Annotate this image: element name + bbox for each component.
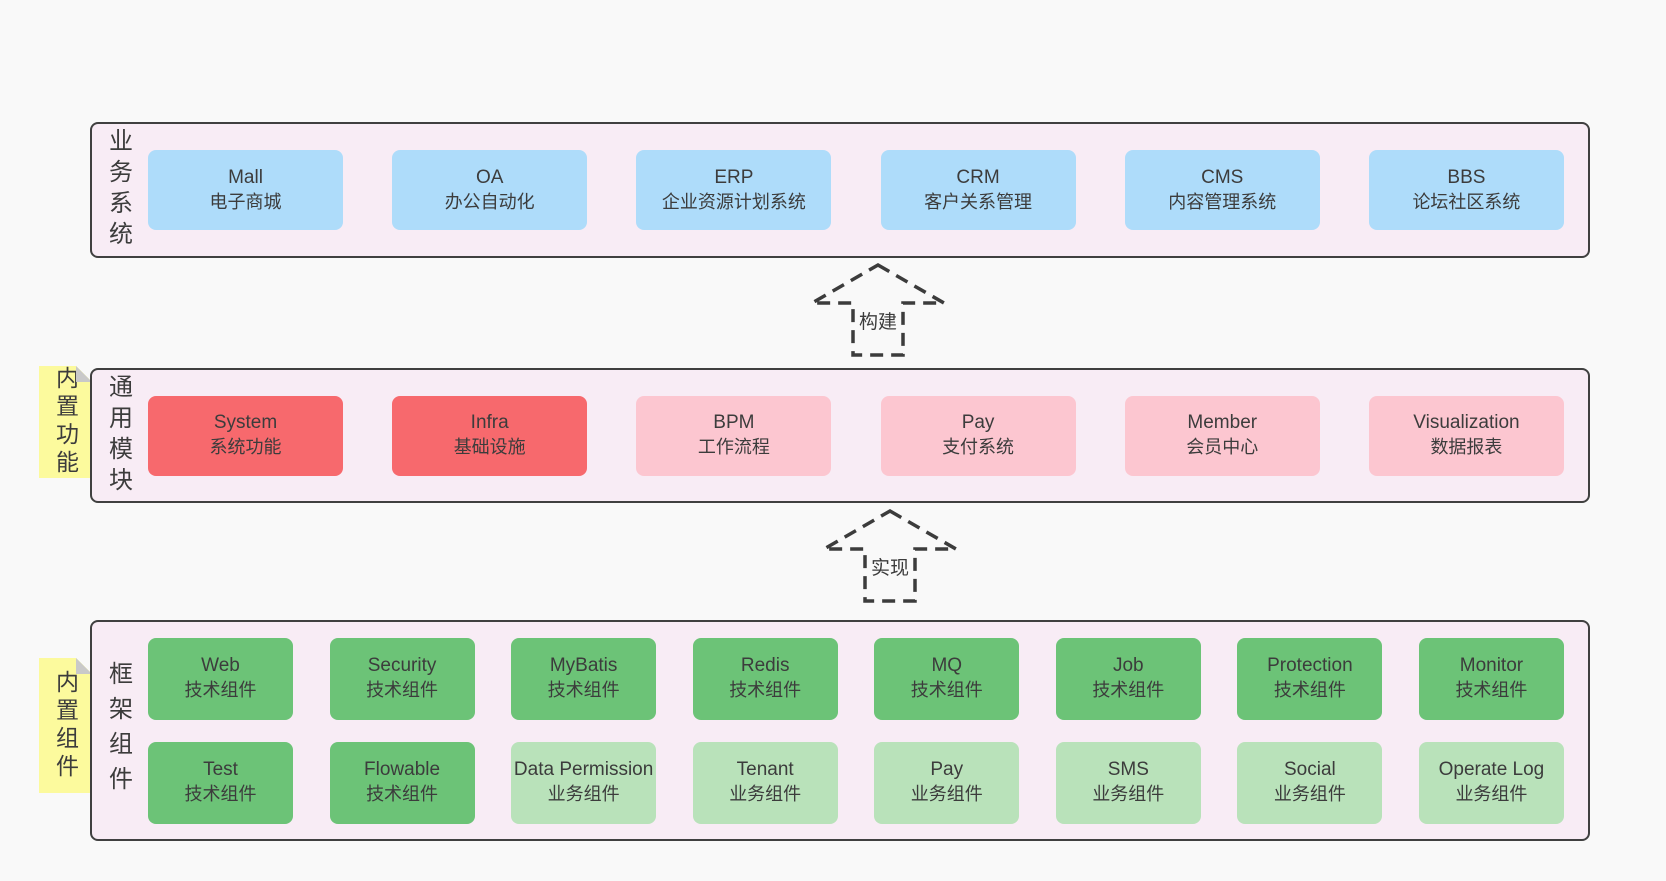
box-social: Social 业务组件 — [1237, 741, 1383, 824]
box-security: Security 技术组件 — [329, 637, 475, 720]
box-member: Member 会员中心 — [1124, 395, 1320, 476]
layer-business-systems: 业务系统 Mall 电子商城 OA 办公自动化 ERP 企业资源计划系统 CRM… — [90, 122, 1590, 258]
box-mybatis: MyBatis 技术组件 — [511, 637, 657, 720]
box-crm: CRM 客户关系管理 — [880, 150, 1076, 230]
box-test: Test 技术组件 — [148, 741, 293, 824]
build-arrow-icon: 构建 — [806, 261, 950, 359]
layer-label-business-systems: 业务系统 — [104, 128, 132, 252]
box-protection: Protection 技术组件 — [1237, 637, 1383, 720]
build-arrow-label: 构建 — [855, 307, 901, 334]
box-monitor: Monitor 技术组件 — [1418, 637, 1564, 720]
sticky-note-label: 内置组件 — [52, 669, 79, 782]
sticky-note-built-in-components: 内置组件 — [39, 658, 92, 793]
box-sms: SMS 业务组件 — [1055, 741, 1201, 824]
layer-common-modules: 通用模块 System 系统功能 Infra 基础设施 BPM 工作流程 Pay… — [90, 368, 1590, 503]
box-pay-system: Pay 支付系统 — [880, 395, 1076, 476]
layer-framework-components: 框架组件 Web 技术组件 Security 技术组件 MyBatis 技术组件… — [90, 620, 1590, 841]
box-pay-component: Pay 业务组件 — [874, 741, 1020, 824]
component-rows: Web 技术组件 Security 技术组件 MyBatis 技术组件 Redi… — [144, 622, 1588, 839]
box-data-permission: Data Permission 业务组件 — [511, 741, 657, 824]
box-bpm: BPM 工作流程 — [636, 395, 832, 476]
box-system: System 系统功能 — [148, 395, 343, 476]
component-row-2: Test 技术组件 Flowable 技术组件 Data Permission … — [148, 741, 1564, 824]
sticky-note-label: 内置功能 — [52, 366, 79, 478]
box-infra: Infra 基础设施 — [392, 395, 588, 476]
business-boxes-row: Mall 电子商城 OA 办公自动化 ERP 企业资源计划系统 CRM 客户关系… — [144, 124, 1588, 256]
box-mall: Mall 电子商城 — [148, 150, 343, 230]
box-mq: MQ 技术组件 — [874, 637, 1020, 720]
box-bbs: BBS 论坛社区系统 — [1368, 150, 1564, 230]
box-visualization: Visualization 数据报表 — [1368, 395, 1564, 476]
implement-arrow-label: 实现 — [867, 553, 913, 580]
implement-arrow-icon: 实现 — [818, 507, 962, 605]
box-web: Web 技术组件 — [148, 637, 293, 720]
box-oa: OA 办公自动化 — [392, 150, 588, 230]
box-operate-log: Operate Log 业务组件 — [1418, 741, 1564, 824]
box-erp: ERP 企业资源计划系统 — [636, 150, 832, 230]
box-tenant: Tenant 业务组件 — [692, 741, 838, 824]
box-flowable: Flowable 技术组件 — [329, 741, 475, 824]
layer-label-common-modules: 通用模块 — [104, 373, 132, 498]
box-redis: Redis 技术组件 — [692, 637, 838, 720]
layer-label-framework-components: 框架组件 — [104, 660, 132, 801]
sticky-note-built-in-features: 内置功能 — [39, 366, 92, 478]
component-row-1: Web 技术组件 Security 技术组件 MyBatis 技术组件 Redi… — [148, 637, 1564, 720]
box-job: Job 技术组件 — [1055, 637, 1201, 720]
module-boxes-row: System 系统功能 Infra 基础设施 BPM 工作流程 Pay 支付系统… — [144, 370, 1588, 501]
box-cms: CMS 内容管理系统 — [1124, 150, 1320, 230]
